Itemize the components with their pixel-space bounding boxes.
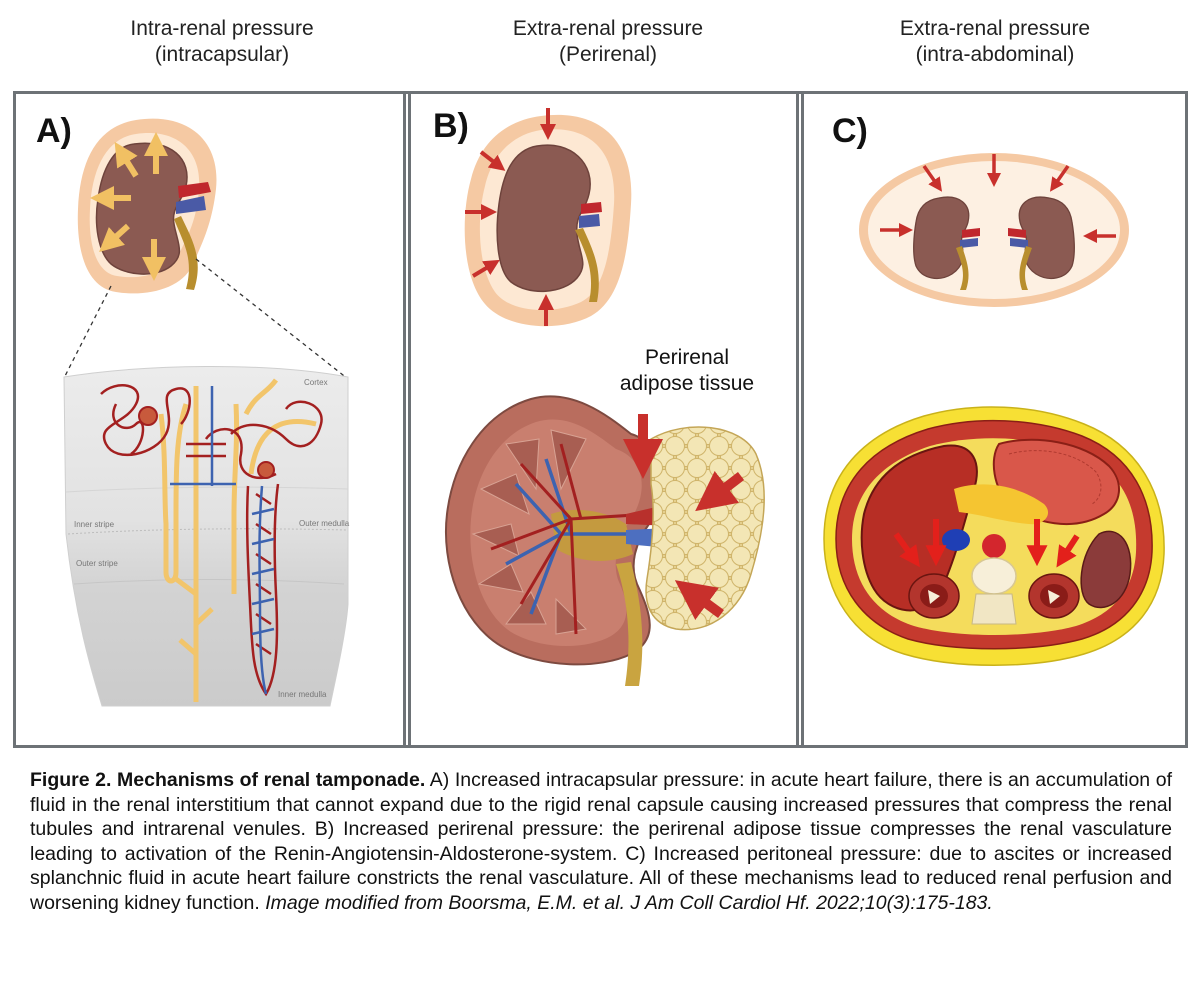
left-kidney bbox=[913, 196, 980, 290]
left-kidney-ct bbox=[908, 573, 960, 619]
ct-compression-arrows bbox=[893, 519, 1080, 568]
panel-a-header: Intra-renal pressure (intracapsular) bbox=[42, 16, 402, 68]
pancreas bbox=[954, 484, 1049, 525]
venous-network bbox=[170, 386, 275, 695]
panel-b-letter: B) bbox=[433, 107, 469, 145]
renal-arteries bbox=[490, 443, 652, 635]
label-inner-medulla: Inner medulla bbox=[278, 690, 327, 699]
panel-a-header-line2: (intracapsular) bbox=[154, 43, 290, 66]
panel-divider bbox=[403, 91, 411, 748]
abdominal-cavity-schematic bbox=[859, 153, 1129, 307]
ureter-cross-section bbox=[616, 562, 643, 686]
kidney-with-capsule bbox=[77, 118, 217, 294]
renal-vein bbox=[176, 196, 206, 214]
glomerulus bbox=[138, 406, 158, 426]
zoom-lines bbox=[63, 258, 349, 380]
vertebral-body bbox=[971, 557, 1017, 595]
pressure-arrows-inward bbox=[465, 108, 556, 326]
panel-c-header-line2: (intra-abdominal) bbox=[915, 43, 1075, 66]
figure-caption: Figure 2. Mechanisms of renal tamponade.… bbox=[30, 768, 1172, 915]
kidney-cross-section bbox=[445, 395, 669, 686]
renal-artery bbox=[581, 202, 602, 214]
ureter bbox=[575, 228, 599, 302]
label-inner-stripe: Inner stripe bbox=[74, 520, 115, 529]
inferior-vena-cava bbox=[942, 529, 970, 551]
abdominal-pressure-arrows bbox=[880, 154, 1116, 243]
aorta bbox=[982, 534, 1006, 558]
panel-a-intracapsular: A) bbox=[36, 112, 350, 707]
right-kidney bbox=[1008, 196, 1075, 290]
kidney bbox=[496, 144, 591, 293]
spleen bbox=[1080, 530, 1132, 609]
renal-tubules bbox=[158, 378, 317, 702]
label-outer-stripe: Outer stripe bbox=[76, 559, 118, 568]
caption-title: Figure 2. Mechanisms of renal tamponade. bbox=[30, 769, 426, 791]
caption-citation: Image modified from Boorsma, E.M. et al.… bbox=[265, 891, 993, 914]
arrow-down-left bbox=[99, 223, 131, 253]
panel-b-perirenal: B) Perirenal adipose tissue bbox=[433, 107, 765, 686]
panel-divider bbox=[796, 91, 804, 748]
panel-c-header: Extra-renal pressure (intra-abdominal) bbox=[815, 16, 1175, 68]
panel-c-header-line1: Extra-renal pressure bbox=[899, 17, 1091, 40]
panel-c-intraabdominal: C) bbox=[823, 112, 1165, 666]
label-cortex: Cortex bbox=[304, 378, 328, 387]
kidney bbox=[95, 142, 188, 275]
ureter bbox=[174, 216, 198, 290]
panel-c-letter: C) bbox=[832, 112, 868, 150]
perirenal-label-line2: adipose tissue bbox=[620, 372, 754, 395]
renal-artery bbox=[178, 182, 211, 198]
panel-a-header-line1: Intra-renal pressure bbox=[130, 17, 314, 40]
renal-vein bbox=[579, 214, 600, 228]
panel-b-header: Extra-renal pressure (Perirenal) bbox=[428, 16, 788, 68]
caption-body: A) Increased intracapsular pressure: in … bbox=[30, 769, 1172, 914]
panel-a-letter: A) bbox=[36, 112, 72, 150]
tissue-section bbox=[63, 365, 349, 707]
kidney-with-perirenal-fat bbox=[464, 114, 632, 327]
perirenal-label-line1: Perirenal bbox=[645, 346, 729, 369]
pressure-arrows-outward bbox=[90, 132, 168, 281]
panel-b-header-line2: (Perirenal) bbox=[558, 43, 658, 66]
glomerulus bbox=[257, 461, 275, 479]
abdominal-ct-cross-section bbox=[823, 406, 1165, 666]
nephron-diagram: Cortex Inner stripe Outer medulla Outer … bbox=[63, 365, 350, 707]
arrow-up-left bbox=[114, 141, 139, 178]
fat-compression-arrows bbox=[623, 414, 745, 620]
right-kidney-ct bbox=[1028, 573, 1080, 619]
panel-b-header-line1: Extra-renal pressure bbox=[512, 17, 704, 40]
vertebral-arch bbox=[971, 593, 1017, 625]
label-outer-medulla: Outer medulla bbox=[299, 519, 350, 528]
figure-frame bbox=[13, 91, 1188, 748]
